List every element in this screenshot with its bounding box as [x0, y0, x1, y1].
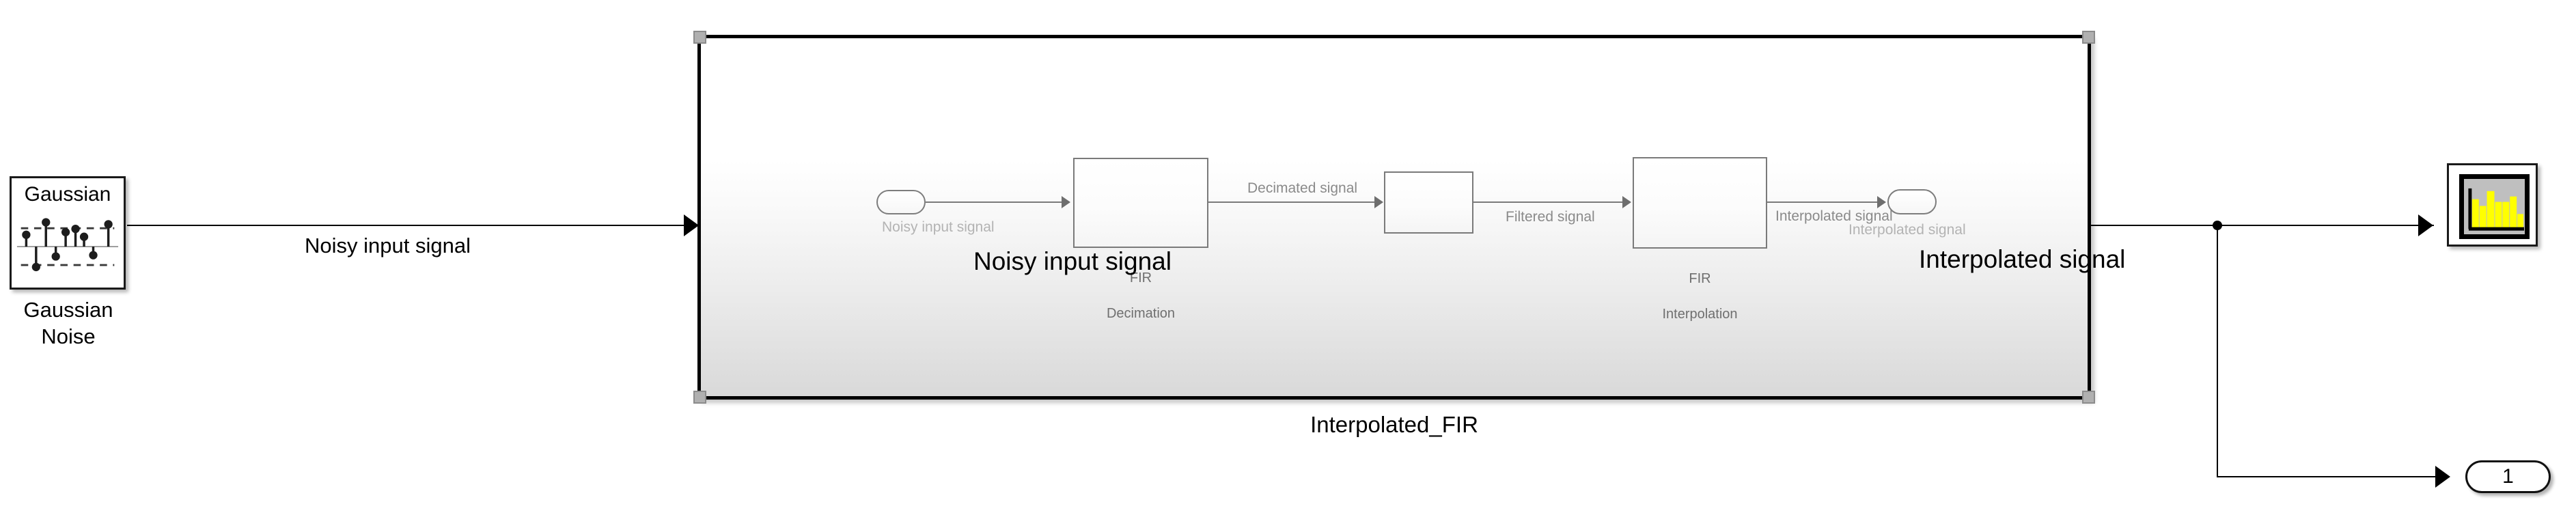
arrowhead-fir-interpolation-input: [1622, 196, 1631, 208]
scope-block[interactable]: [2447, 163, 2538, 247]
wire-label-noisy-input-signal: Noisy input signal: [305, 234, 471, 257]
arrowhead-inner-outport-input: [1877, 196, 1886, 208]
interpolated-fir-subsystem[interactable]: Noisy input signal FIR Decimation Decima…: [693, 31, 2125, 404]
fir-decimation-label: FIR Decimation: [1073, 251, 1208, 340]
inner-label-interpolated-signal: Interpolated signal: [1775, 208, 1893, 224]
inner-label-filtered-signal: Filtered signal: [1506, 209, 1595, 225]
inner-label-decimated-signal: Decimated signal: [1247, 180, 1358, 196]
gaussian-noise-caption: Gaussian Noise: [0, 297, 137, 350]
fir-decimation-block[interactable]: [1073, 158, 1208, 248]
wire-branch-vertical[interactable]: [2217, 225, 2218, 477]
wire-noisy-input-signal[interactable]: [127, 225, 704, 226]
overlay-label-interpolated-signal: Interpolated signal: [1919, 245, 2126, 273]
inner-outport-interpolated-signal[interactable]: [1887, 189, 1937, 214]
arrowhead-subsystem-input: [684, 214, 699, 236]
inner-wire-filtered-signal[interactable]: [1473, 201, 1623, 203]
overlay-label-noisy-input-signal: Noisy input signal: [973, 247, 1172, 275]
ghost-label-noisy-input-signal: Noisy input signal: [882, 219, 995, 235]
gaussian-caption-line-2: Noise: [41, 324, 96, 348]
arrowhead-middle-filter-input: [1374, 196, 1383, 208]
arrowhead-scope-input: [2418, 214, 2433, 236]
selection-handle-bottom-left[interactable]: [693, 391, 706, 404]
fir-interpolation-block[interactable]: [1633, 157, 1767, 249]
inner-wire-decimated-signal[interactable]: [1208, 201, 1375, 203]
subsystem-caption: Interpolated_FIR: [1310, 412, 1478, 437]
inner-inport-noisy-input-signal[interactable]: [876, 190, 926, 214]
ghost-label-interpolated-signal-2: Interpolated signal: [1848, 222, 1966, 238]
fir-decimation-label-line-1: FIR: [1129, 270, 1152, 285]
fir-interpolation-label-line-1: FIR: [1689, 271, 1711, 286]
scope-bar-chart-icon: [2459, 174, 2530, 239]
arrowhead-outport-input: [2435, 466, 2450, 488]
gaussian-noise-block[interactable]: Gaussian: [10, 176, 126, 290]
selection-handle-top-left[interactable]: [693, 31, 706, 44]
inner-wire-interpolated-signal[interactable]: [1767, 201, 1878, 203]
wire-branch-horizontal[interactable]: [2217, 476, 2437, 477]
inner-wire-noisy-input-signal[interactable]: [926, 201, 1062, 203]
outport-block[interactable]: 1: [2465, 460, 2551, 493]
selection-handle-top-right[interactable]: [2082, 31, 2095, 44]
middle-filter-block[interactable]: [1384, 171, 1473, 234]
gaussian-block-title: Gaussian: [24, 183, 111, 206]
arrowhead-fir-decimation-input: [1062, 196, 1070, 208]
wire-subsystem-output[interactable]: [2091, 225, 2434, 226]
fir-interpolation-label-line-2: Interpolation: [1662, 307, 1738, 322]
selection-handle-bottom-right[interactable]: [2082, 391, 2095, 404]
gaussian-stem-plot-icon: [16, 218, 119, 272]
gaussian-caption-line-1: Gaussian: [23, 298, 113, 322]
fir-interpolation-label: FIR Interpolation: [1633, 252, 1767, 341]
fir-decimation-label-line-2: Decimation: [1106, 306, 1176, 321]
